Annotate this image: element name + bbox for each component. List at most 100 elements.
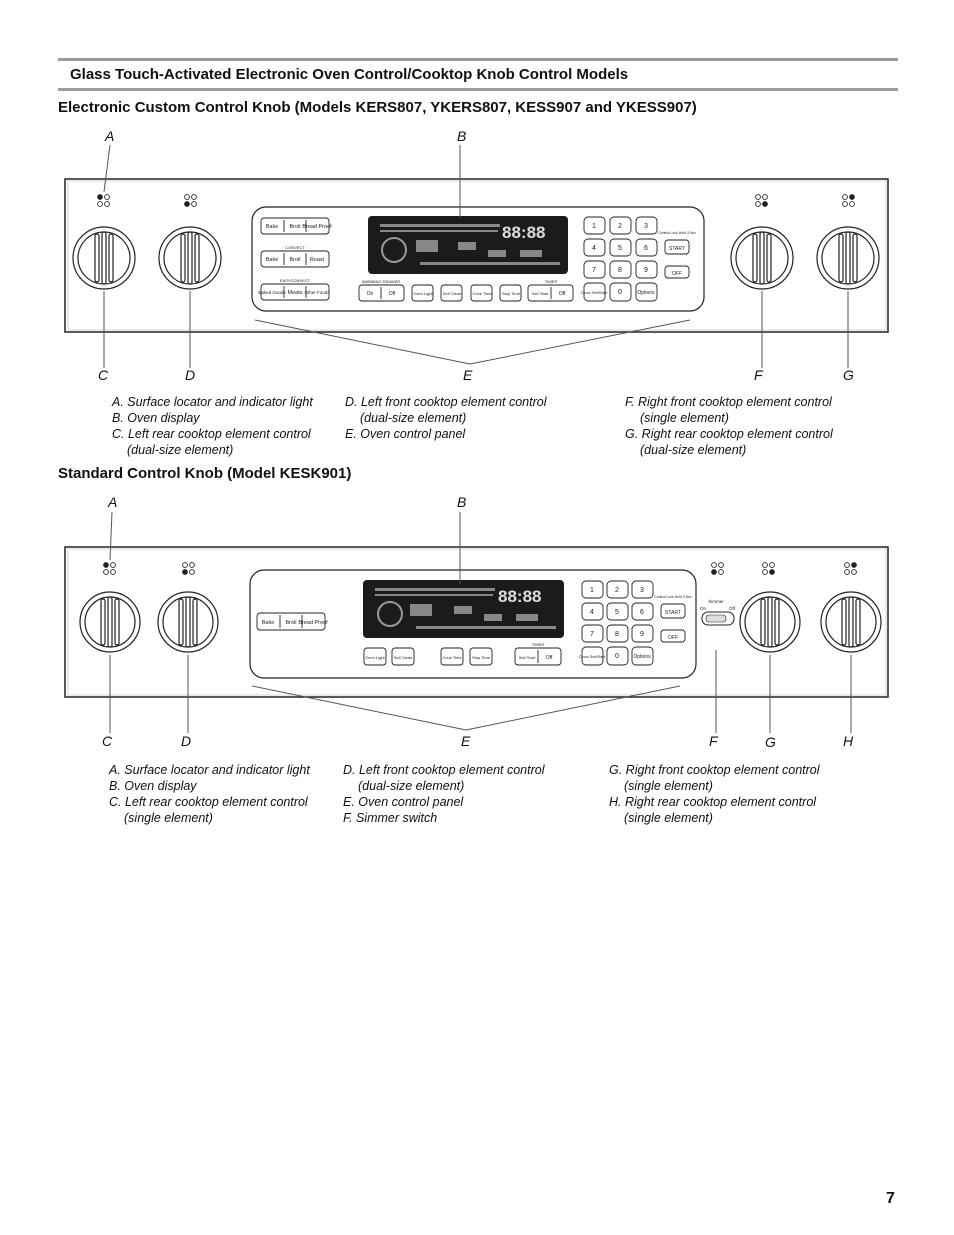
key-2: 2	[618, 223, 622, 230]
callout-b: B	[457, 494, 467, 510]
callout-e: E	[461, 733, 471, 749]
key-7: 7	[592, 267, 596, 274]
key-1: 1	[590, 587, 594, 594]
btn-baked-goods: Baked Goods	[258, 290, 286, 295]
btn-warming-on: On	[367, 291, 374, 297]
legend-col1: A. Surface locator and indicator light B…	[109, 762, 310, 826]
legend-col3: F. Right front cooktop element control (…	[625, 394, 833, 458]
btn-cook-time: Cook Time	[472, 291, 492, 296]
btn-warming-off: Off	[389, 291, 396, 297]
easyconvect-label: EASYCONVECT	[280, 278, 311, 283]
btn-timer-off: Off	[559, 291, 566, 297]
key-5: 5	[618, 245, 622, 252]
key-options: Options	[637, 290, 655, 296]
btn-convect-bake: Bake	[266, 257, 279, 263]
page-number: 7	[886, 1190, 895, 1207]
legend-item-a: A. Surface locator and indicator light	[109, 763, 310, 777]
btn-broil: Broil	[289, 224, 300, 230]
legend-col2: D. Left front cooktop element control (d…	[343, 762, 545, 826]
keypad	[583, 216, 690, 302]
legend-item-d-cont: (dual-size element)	[360, 411, 467, 425]
legend-item-e: E. Oven control panel	[343, 795, 464, 809]
legend-item-c: C. Left rear cooktop element control	[109, 795, 308, 809]
indicator-light-icon	[103, 562, 857, 575]
btn-bread-proof: Bread Proof	[302, 224, 332, 230]
section1-title: Electronic Custom Control Knob (Models K…	[58, 99, 697, 116]
btn-bake: Bake	[266, 224, 279, 230]
legend-item-d: D. Left front cooktop element control	[343, 763, 545, 777]
btn-self-clean: Self Clean	[443, 291, 461, 296]
control-panel-outline	[64, 546, 889, 698]
btn-meats: Meats	[288, 290, 303, 296]
legend-item-c: C. Left rear cooktop element control	[112, 427, 311, 441]
simmer-off-label: Off	[729, 606, 736, 611]
section2-title: Standard Control Knob (Model KESK901)	[58, 465, 352, 482]
key-7: 7	[590, 631, 594, 638]
key-1: 1	[592, 223, 596, 230]
key-4: 4	[592, 245, 596, 252]
top-rule	[58, 58, 898, 61]
legend-item-f: F. Simmer switch	[343, 811, 438, 825]
btn-oven-light: Oven Light	[413, 291, 433, 296]
key-2: 2	[615, 587, 619, 594]
callout-c: C	[102, 733, 113, 749]
legend-item-g: G. Right front cooktop element control	[609, 763, 820, 777]
callout-d: D	[181, 733, 192, 749]
btn-other-foods: Other Foods	[304, 290, 330, 295]
warming-drawer-label: WARMING DRAWER	[362, 279, 400, 284]
display-clock: 88:88	[502, 223, 545, 242]
simmer-on-label: On	[700, 606, 707, 611]
legend-item-g: G. Right rear cooktop element control	[625, 427, 833, 441]
timer-label: TIMER	[545, 279, 558, 284]
legend-col2: D. Left front cooktop element control (d…	[345, 394, 547, 442]
key-6: 6	[644, 245, 648, 252]
control-lock-label: Control Lock Hold 3 Sec	[658, 231, 696, 235]
knob-icon	[72, 226, 880, 290]
legend-item-c-cont: (single element)	[124, 811, 213, 825]
key-clock: Clock Set/Start	[579, 654, 607, 659]
key-9: 9	[644, 267, 648, 274]
callout-g: G	[765, 734, 776, 750]
btn-timer-set: Set/ Start	[532, 291, 550, 296]
btn-bake: Bake	[262, 620, 275, 626]
control-panel-outline	[64, 178, 889, 333]
heading-rule	[58, 88, 898, 91]
btn-timer-set: Set/ Start	[519, 655, 537, 660]
legend-item-d: D. Left front cooktop element control	[345, 395, 547, 409]
legend-item-a: A. Surface locator and indicator light	[112, 395, 313, 409]
key-9: 9	[640, 631, 644, 638]
callout-b: B	[457, 128, 467, 144]
btn-timer-off: Off	[546, 655, 553, 661]
legend-item-h-cont: (single element)	[624, 811, 713, 825]
key-clock: Clock Set/Start	[581, 290, 609, 295]
btn-bread-proof: Bread Proof	[298, 620, 328, 626]
key-3: 3	[640, 587, 644, 594]
legend-item-f-cont: (single element)	[640, 411, 729, 425]
range-control-diagram-1: Bake Broil Bread Proof CONVECT Bake Broi…	[64, 144, 889, 368]
key-0: 0	[618, 289, 622, 296]
callout-f: F	[709, 733, 718, 749]
legend-item-c-cont: (dual-size element)	[127, 443, 234, 457]
callout-f: F	[754, 367, 763, 383]
off-key: OFF	[668, 635, 678, 641]
keypad	[581, 580, 686, 666]
legend-item-b: B. Oven display	[112, 411, 200, 425]
callout-e: E	[463, 367, 473, 383]
btn-self-clean: Self Clean	[394, 655, 412, 660]
key-5: 5	[615, 609, 619, 616]
off-key: OFF	[672, 271, 682, 277]
range-control-diagram-2: Simmer On Off Bake Broil Bread Proof 88:…	[64, 511, 889, 733]
legend-item-e: E. Oven control panel	[345, 427, 466, 441]
key-8: 8	[615, 631, 619, 638]
callout-g: G	[843, 367, 854, 383]
btn-stop-time: Stop Time	[472, 655, 491, 660]
legend-item-f: F. Right front cooktop element control	[625, 395, 832, 409]
key-3: 3	[644, 223, 648, 230]
display-clock: 88:88	[498, 587, 541, 606]
legend-item-g-cont: (single element)	[624, 779, 713, 793]
knob-icon	[79, 591, 882, 653]
legend-item-b: B. Oven display	[109, 779, 197, 793]
callout-a: A	[108, 494, 118, 510]
btn-stop-time: Stop Time	[502, 291, 521, 296]
btn-oven-light: Oven Light	[365, 655, 385, 660]
